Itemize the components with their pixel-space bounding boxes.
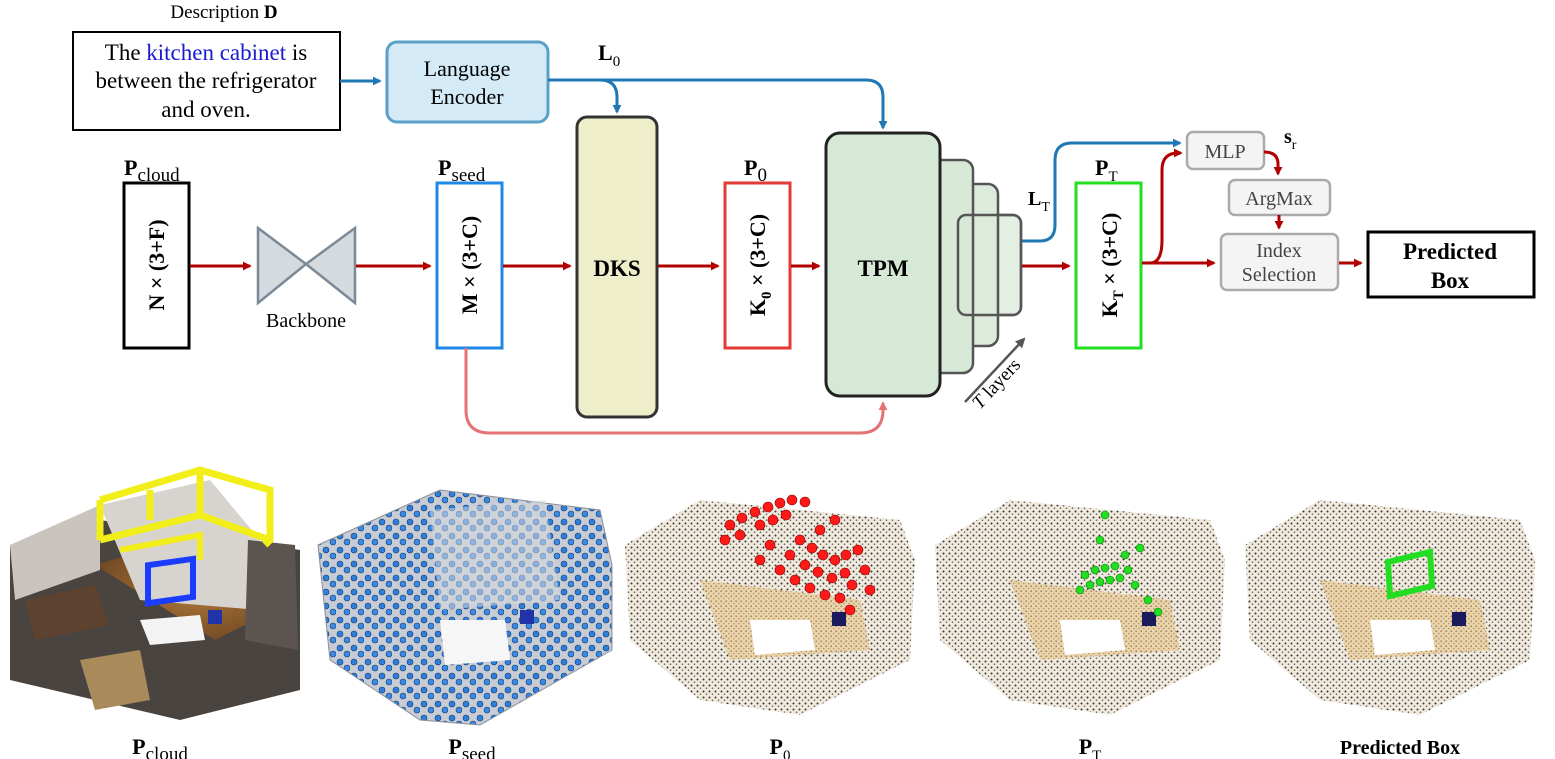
language-encoder-line1: Language <box>424 56 511 81</box>
arrow-pT-mlp <box>1149 148 1183 265</box>
label-pseed: Pseed <box>438 155 486 186</box>
predicted-box-line2: Box <box>1431 268 1470 293</box>
backbone-left-triangle <box>256 225 309 306</box>
tpm-label: TPM <box>857 256 908 281</box>
description-box <box>72 31 341 131</box>
pT-box <box>1074 181 1143 350</box>
tpm-box <box>824 131 942 398</box>
mlp-label: MLP <box>1204 141 1245 163</box>
argmax-label: ArgMax <box>1245 188 1312 210</box>
caption-pT: PT <box>1079 734 1102 759</box>
scene-predicted-image <box>1245 500 1535 715</box>
label-pcloud: Pcloud <box>124 155 180 186</box>
tpm-layer-4-outline <box>956 213 1023 317</box>
language-encoder-line2: Encoder <box>430 84 504 109</box>
scene-pcloud-image <box>10 466 300 720</box>
scene-pT-image <box>935 500 1225 715</box>
p0-box-text: K0 × (3+C) <box>745 214 775 316</box>
index-selection-box <box>1219 232 1340 292</box>
dks-box <box>575 115 659 419</box>
description-line2: between the refrigerator <box>96 68 317 93</box>
caption-pcloud: Pcloud <box>132 734 188 759</box>
caption-pseed: Pseed <box>448 734 496 759</box>
pcloud-box-text: N × (3+F) <box>144 219 169 310</box>
arrow-encoder-to-dks <box>548 78 622 114</box>
description-line1: The kitchen cabinet is <box>105 40 308 65</box>
pcloud-box <box>122 181 191 350</box>
backbone-label: Backbone <box>266 310 346 332</box>
t-layers-label: T layers <box>968 355 1025 414</box>
arrow-mlp-argmax <box>1263 150 1283 176</box>
arrow-LT-mlp <box>1022 138 1182 243</box>
description-line3: and oven. <box>161 97 250 122</box>
predicted-box-line1: Predicted <box>1403 239 1497 264</box>
scene-pseed-image <box>317 489 613 726</box>
dks-label: DKS <box>593 256 640 281</box>
caption-p0: P0 <box>770 734 791 759</box>
arrow-encoder-to-tpm <box>600 78 888 130</box>
index-selection-line2: Selection <box>1242 264 1316 286</box>
language-encoder-box <box>385 40 550 124</box>
p0-box <box>723 181 792 350</box>
backbone-right-triangle <box>303 225 357 306</box>
caption-predicted-box: Predicted Box <box>1340 737 1460 759</box>
label-p0: P0 <box>744 155 767 186</box>
label-sr: sr <box>1284 126 1297 153</box>
pseed-box <box>435 181 504 350</box>
label-LT: LT <box>1028 188 1050 215</box>
scene-p0-image <box>625 494 915 715</box>
label-L0: L0 <box>598 40 620 70</box>
t-layers-arrow <box>964 337 1026 403</box>
index-selection-line1: Index <box>1256 240 1302 262</box>
description-heading: Description D <box>170 2 277 23</box>
label-pT: PT <box>1095 155 1118 185</box>
arrow-pseed-skip-tpm <box>464 348 888 435</box>
pT-box-text: KT × (3+C) <box>1097 213 1127 318</box>
predicted-box <box>1366 230 1536 299</box>
pseed-box-text: M × (3+C) <box>457 216 482 314</box>
